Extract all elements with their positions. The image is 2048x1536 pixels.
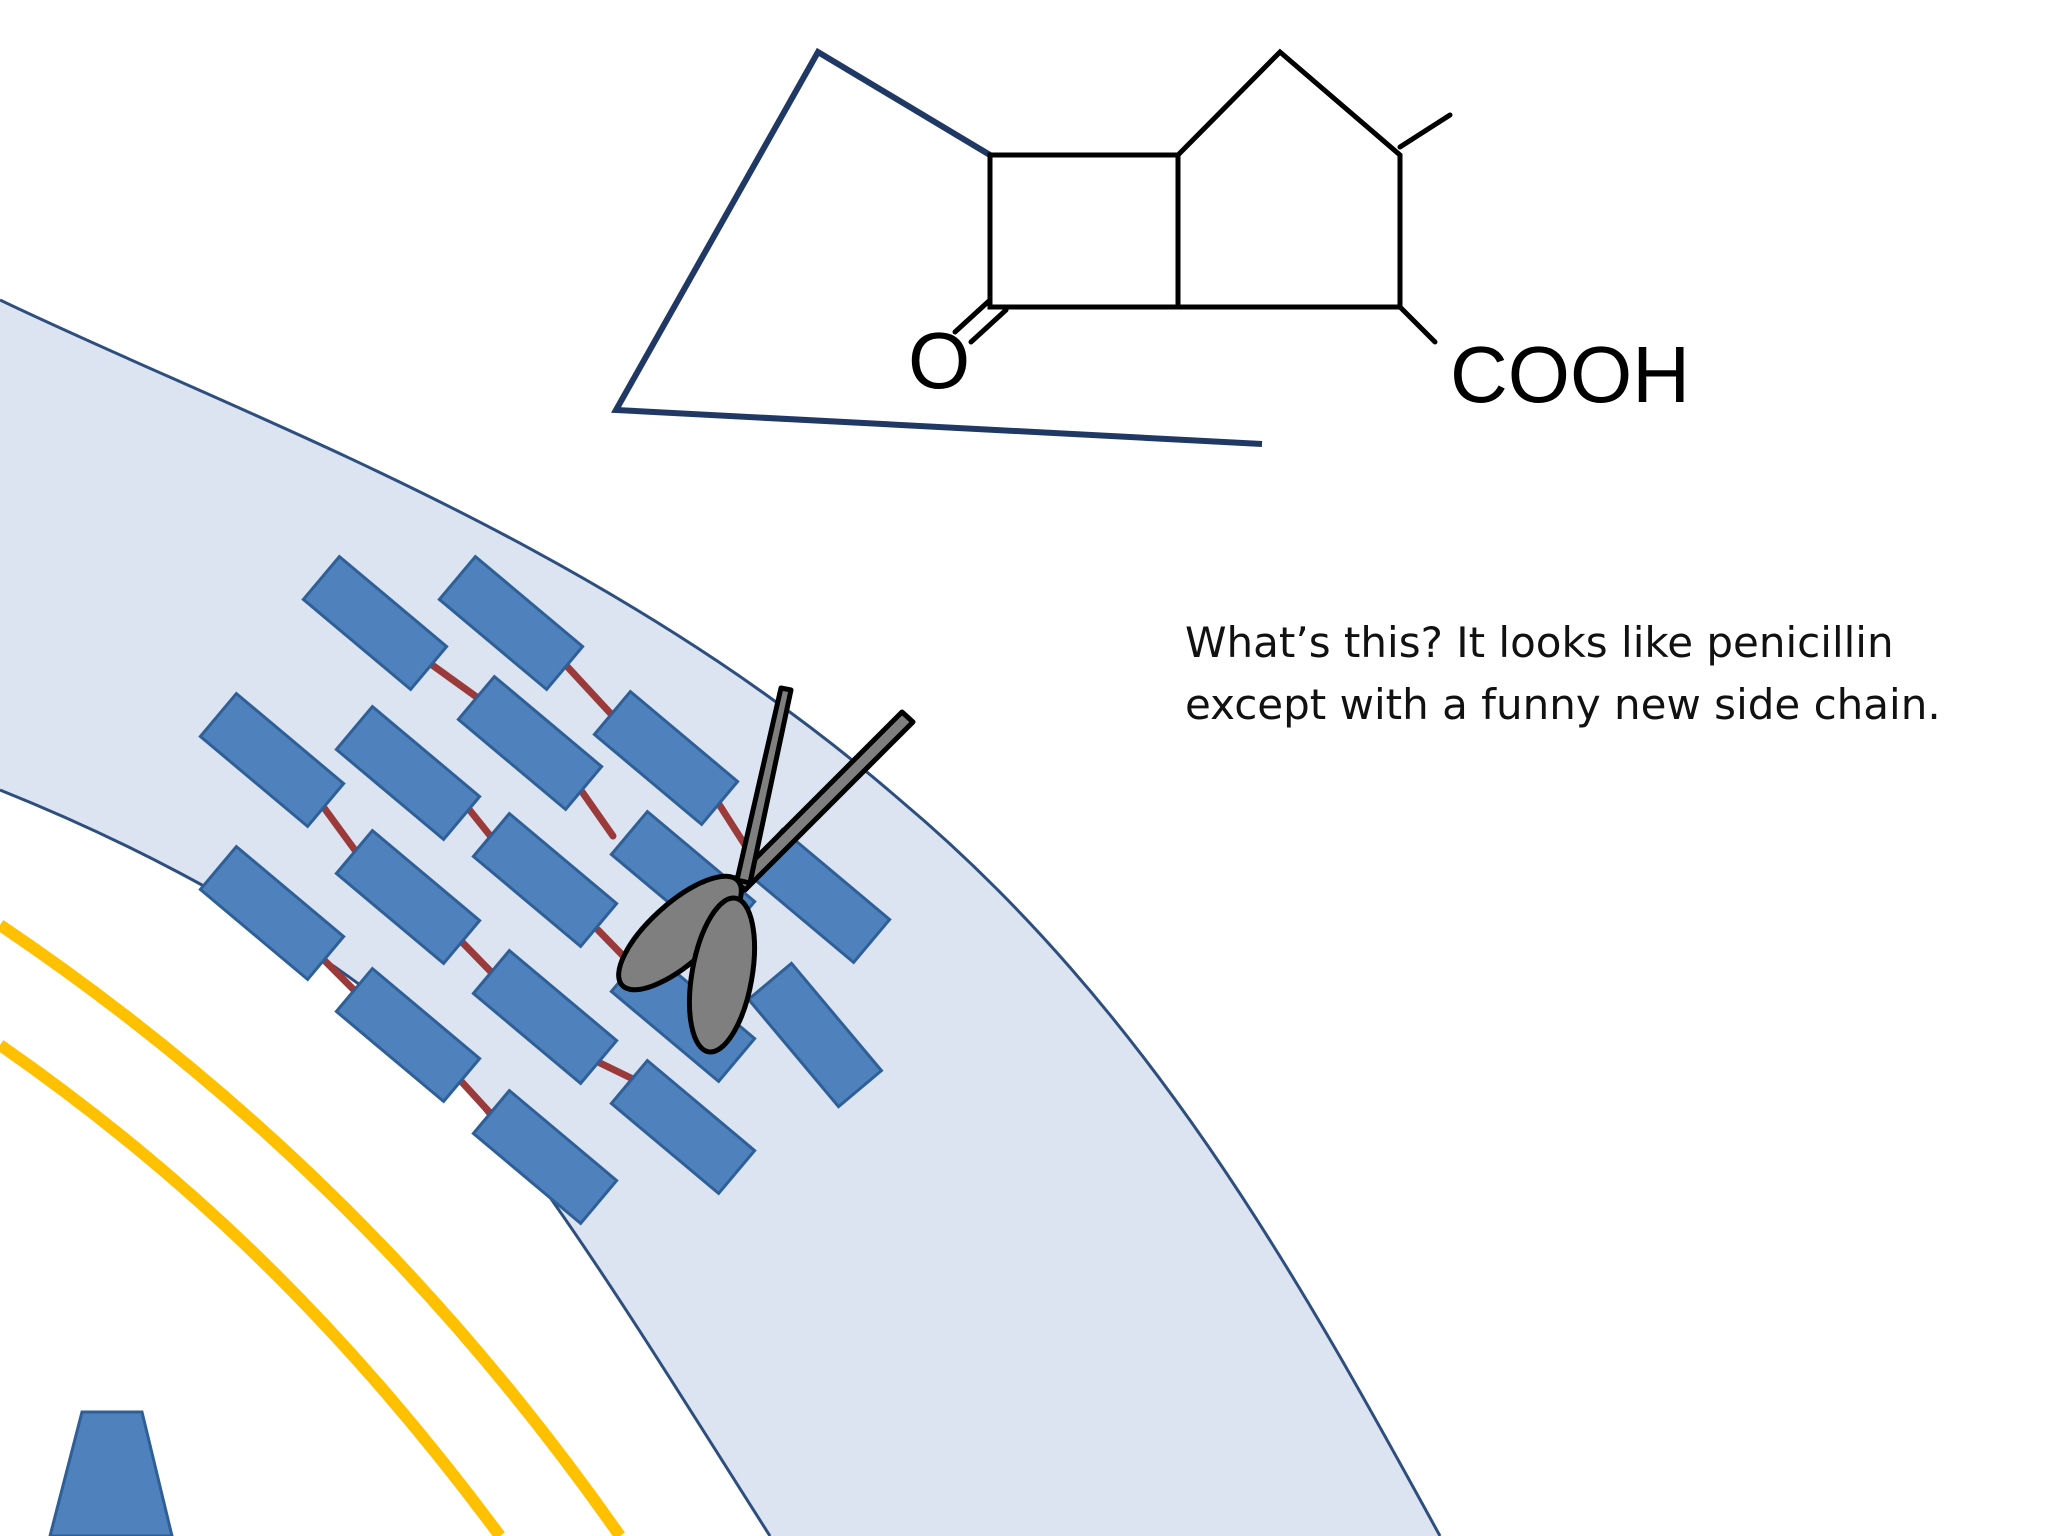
membrane-line-outer (0, 920, 625, 1536)
peptidoglycan-block (301, 554, 449, 692)
trapezoid-protein-icon (48, 1410, 174, 1536)
crosslink (456, 1076, 496, 1119)
methyl-bond (1397, 112, 1453, 150)
peptidoglycan-block (471, 1088, 619, 1226)
caption-line-1: What’s this? It looks like penicillin (1185, 618, 1894, 667)
carbonyl-bond-a (952, 297, 993, 335)
membrane-line-inner (0, 1040, 505, 1536)
peptidoglycan-block (437, 554, 585, 692)
beta-lactam-ring (987, 152, 1181, 310)
crosslink (559, 658, 616, 719)
caption-line-2: except with a funny new side chain. (1185, 680, 1941, 729)
peptidoglycan-block (471, 811, 619, 949)
thiazolidine-ring (1175, 48, 1403, 310)
peptidoglycan-block (609, 1058, 757, 1196)
carboxyl-label: COOH (1450, 330, 1690, 419)
side-chain (611, 47, 1263, 447)
penicillin-core (952, 48, 1453, 345)
crosslink (711, 794, 749, 849)
peptidoglycan-block (334, 966, 482, 1104)
caption-text: What’s this? It looks like penicillin ex… (1185, 612, 2005, 736)
peptidoglycan-block (746, 961, 884, 1109)
cell-wall-outer-edge (0, 298, 1442, 1536)
peptidoglycan-block (334, 828, 482, 966)
scissors-blade-left (734, 685, 794, 886)
peptidoglycan-block (592, 689, 740, 827)
crosslink (318, 954, 361, 997)
peptidoglycan-block (471, 948, 619, 1086)
carbonyl-bond-b (968, 307, 1009, 345)
peptidoglycan-block (334, 704, 482, 842)
crosslink (424, 658, 482, 702)
peptidoglycan-block (456, 674, 604, 812)
scissors-icon (616, 685, 916, 1055)
peptidoglycan-block (198, 844, 346, 982)
carboxyl-bond (1397, 304, 1438, 345)
peptidoglycan-block (198, 691, 346, 829)
oxygen-label: O (908, 316, 970, 405)
scissors-handle-right (686, 895, 758, 1055)
scissors-blade-right (731, 709, 916, 893)
crosslink (594, 1058, 639, 1084)
crosslink (574, 782, 617, 840)
crosslink (318, 801, 361, 857)
